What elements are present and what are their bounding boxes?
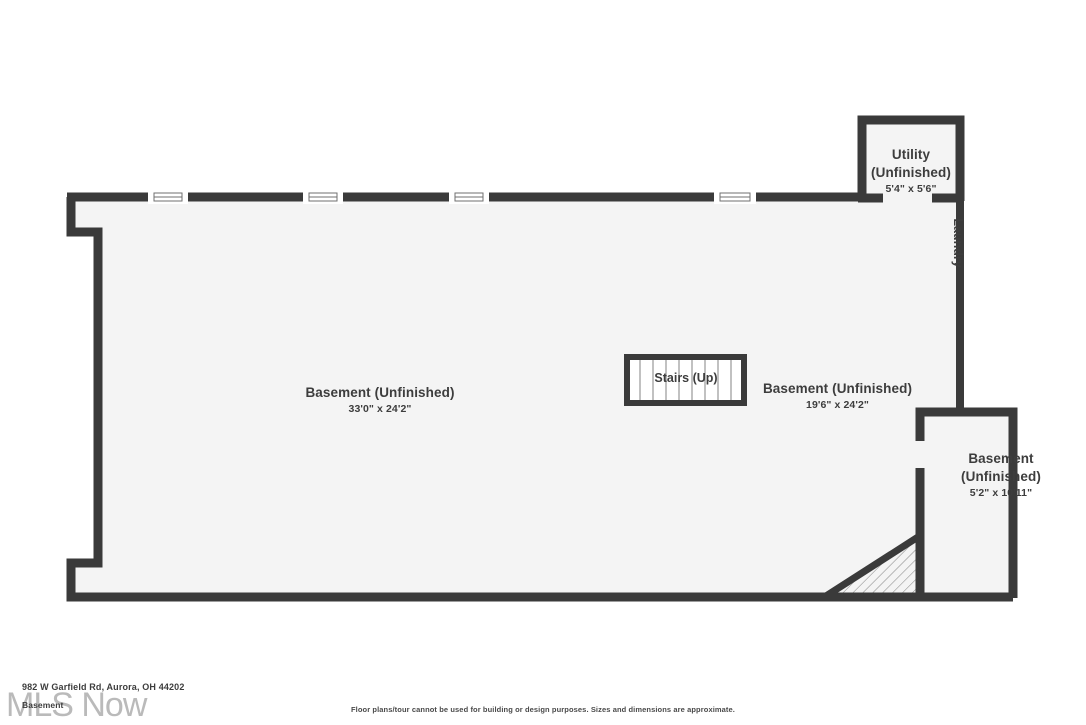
- window-4: [714, 190, 756, 204]
- room-fill-utility: [862, 120, 960, 200]
- room-fill-basement-body: [71, 193, 960, 598]
- hatched-slope-edge: [821, 532, 923, 601]
- legal-disclaimer: Floor plans/tour cannot be used for buil…: [350, 705, 735, 714]
- stairs-up: [624, 354, 747, 406]
- floor-level-label: Basement: [22, 700, 64, 710]
- room-fill-basement-small: [920, 412, 1013, 598]
- window-3: [449, 190, 489, 204]
- utility-room-walls: [857, 115, 965, 201]
- exterior-wall-outline: [66, 197, 1013, 602]
- window-1: [148, 190, 188, 204]
- window-2: [303, 190, 343, 204]
- basement-small-room-walls: [915, 407, 1018, 598]
- property-address: 982 W Garfield Rd, Aurora, OH 44202: [22, 682, 185, 692]
